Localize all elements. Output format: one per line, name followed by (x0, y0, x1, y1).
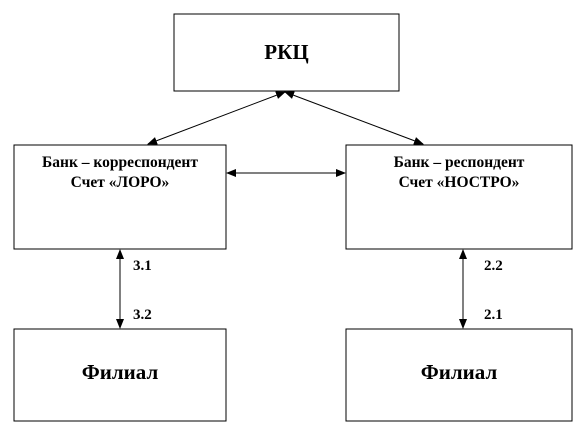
edge-label-2-1: 2.1 (484, 307, 503, 323)
node-correspondent-line2: Счет «ЛОРО» (71, 174, 170, 191)
node-rkc: РКЦ (173, 13, 400, 92)
edge-label-3-2: 3.2 (133, 307, 152, 323)
node-branch-right: Филиал (345, 328, 573, 422)
node-rkc-label: РКЦ (264, 40, 308, 64)
node-correspondent-line1: Банк – корреспондент (42, 154, 198, 171)
node-branch-right-label: Филиал (421, 360, 498, 384)
node-respondent-line2: Счет «НОСТРО» (399, 174, 520, 191)
node-respondent-line1: Банк – респондент (394, 154, 525, 171)
node-respondent-bank: Банк – респондент Счет «НОСТРО» (345, 144, 573, 250)
edge-rkc-respondent (284, 91, 424, 145)
edge-rkc-correspondent (147, 91, 286, 145)
node-correspondent-bank: Банк – корреспондент Счет «ЛОРО» (13, 144, 227, 250)
edge-label-2-2: 2.2 (484, 258, 503, 274)
node-branch-left: Филиал (13, 328, 227, 422)
edge-label-3-1: 3.1 (133, 258, 152, 274)
node-branch-left-label: Филиал (82, 360, 159, 384)
